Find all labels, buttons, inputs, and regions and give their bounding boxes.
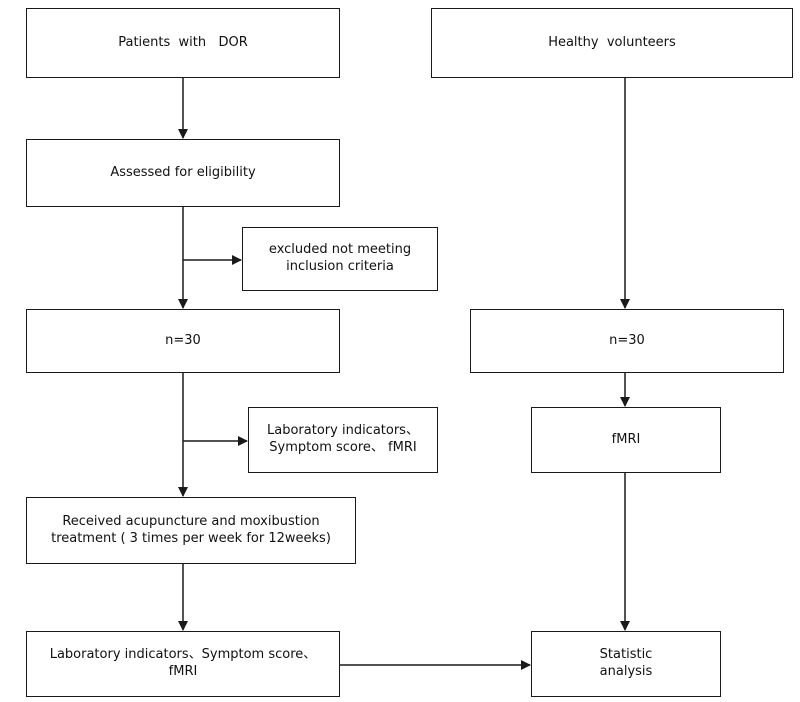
healthy-volunteers-box: Healthy volunteers (431, 8, 793, 78)
left-n30-box: n=30 (26, 309, 340, 373)
followup-measures-line-1: Laboratory indicators、Symptom score、 (49, 647, 317, 663)
statistic-analysis-line-1: Statistic (599, 647, 653, 663)
followup-measures-line-2: fMRI (168, 664, 198, 679)
excluded-box: excluded not meeting inclusion criteria (242, 227, 438, 291)
assessed-for-eligibility-box: Assessed for eligibility (26, 139, 340, 207)
patients-with-dor-box: Patients with DOR (26, 8, 340, 78)
healthy-volunteers-label: Healthy volunteers (548, 34, 676, 50)
assessed-for-eligibility-label: Assessed for eligibility (110, 164, 256, 180)
excluded-label-line-1: excluded not meeting (268, 242, 412, 258)
right-fmri-box: fMRI (531, 407, 721, 473)
left-n30-label: n=30 (165, 332, 201, 348)
baseline-measures-box: Laboratory indicators、 Symptom score、 fM… (248, 407, 438, 473)
baseline-measures-line-1: Laboratory indicators、 (267, 423, 419, 439)
right-n30-box: n=30 (470, 309, 784, 373)
right-n30-label: n=30 (609, 332, 645, 348)
right-fmri-label: fMRI (611, 431, 641, 447)
statistic-analysis-line-2: analysis (599, 664, 653, 679)
excluded-label-line-2: inclusion criteria (286, 259, 394, 274)
followup-measures-box: Laboratory indicators、Symptom score、 fMR… (26, 631, 340, 697)
treatment-line-1: Received acupuncture and moxibustion (62, 513, 320, 529)
statistic-analysis-box: Statistic analysis (531, 631, 721, 697)
treatment-box: Received acupuncture and moxibustion tre… (26, 497, 356, 564)
baseline-measures-line-2: Symptom score、 fMRI (269, 440, 417, 455)
patients-with-dor-label: Patients with DOR (118, 34, 248, 50)
treatment-line-2: treatment ( 3 times per week for 12weeks… (51, 530, 331, 546)
